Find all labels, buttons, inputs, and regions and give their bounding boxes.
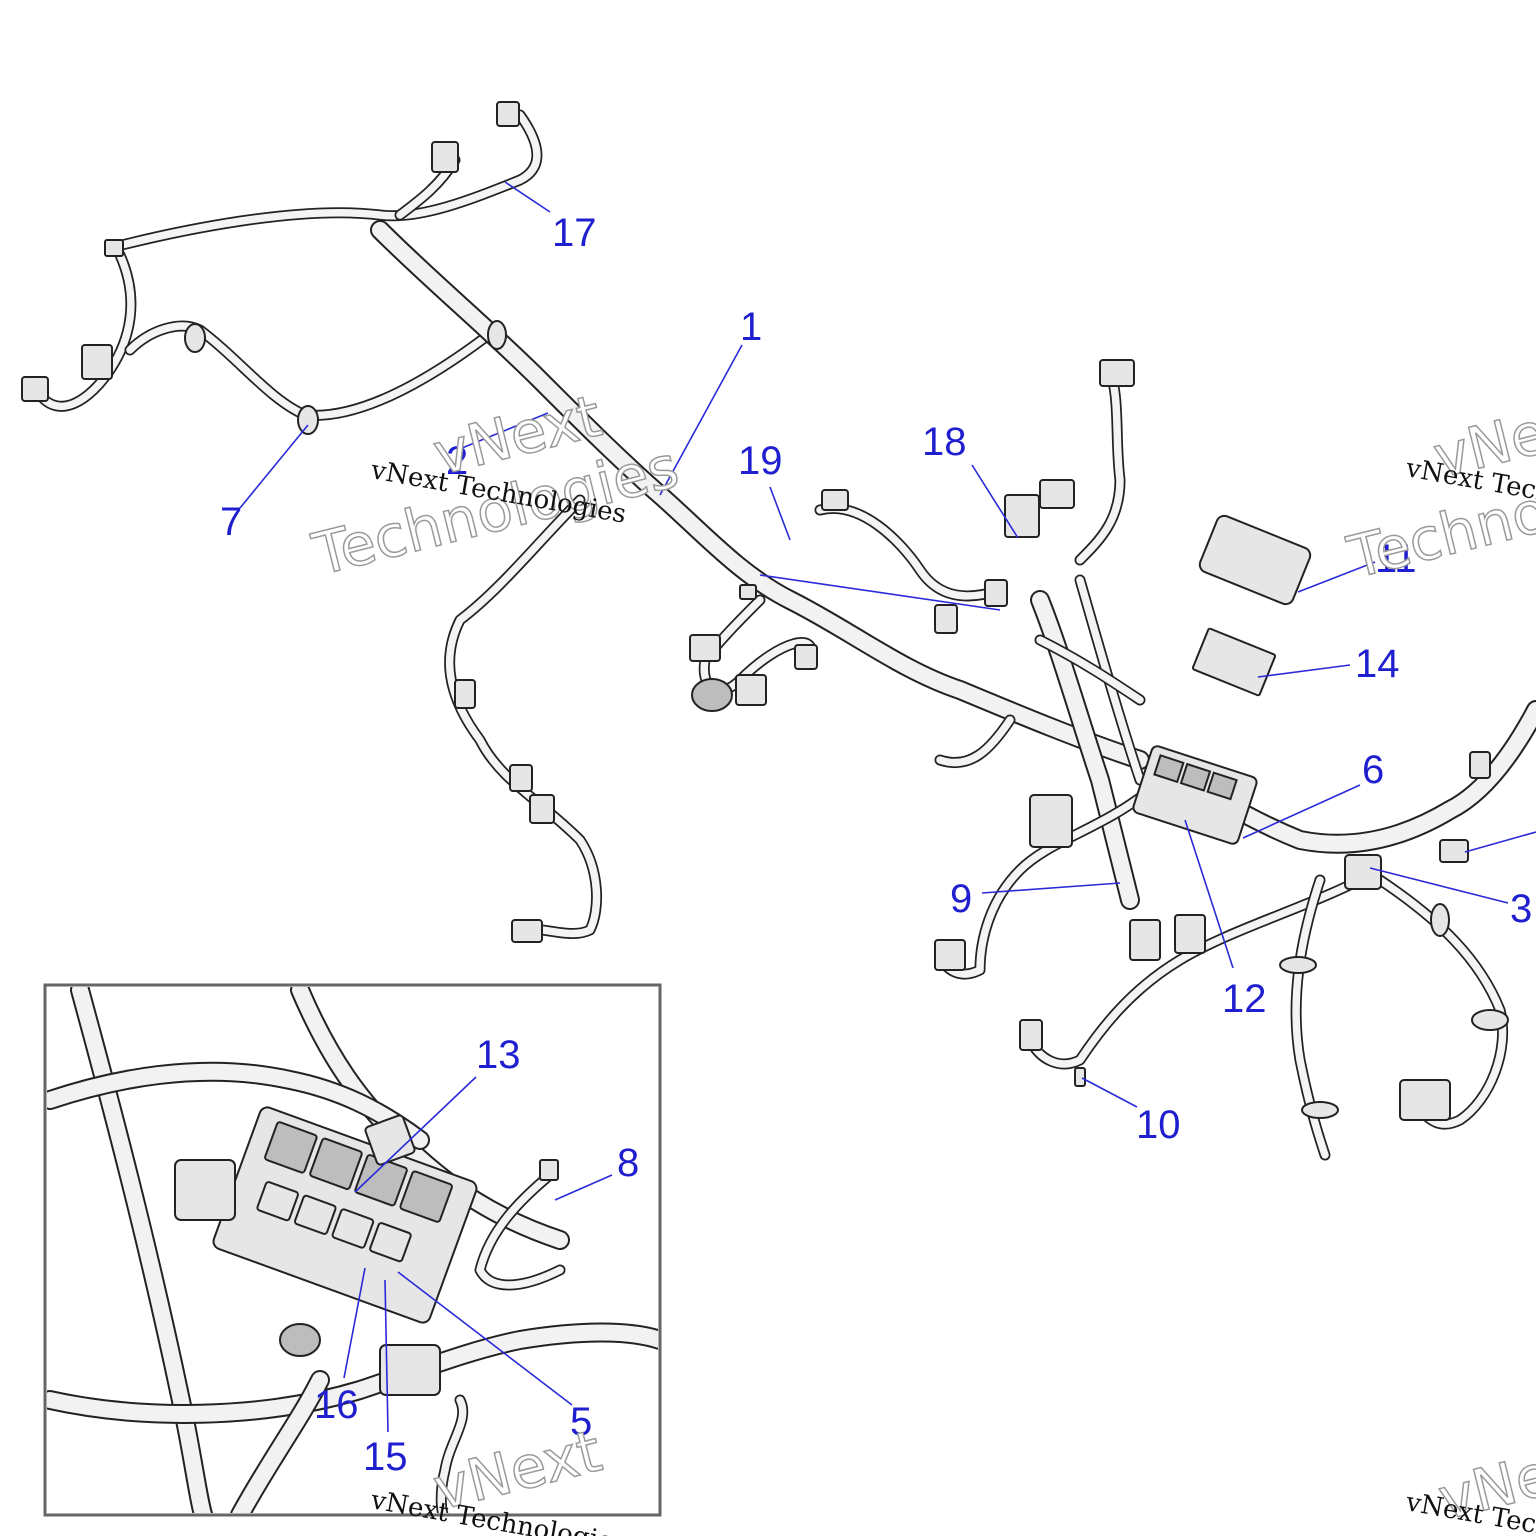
callout-6: 6 (1362, 748, 1384, 792)
callout-3: 3 (1510, 887, 1532, 931)
watermark-top-left: vNext Technologies vNext Technologies (305, 381, 685, 590)
leader-7 (239, 424, 309, 509)
leader-5 (397, 1271, 573, 1406)
callout-19: 19 (738, 439, 783, 483)
leader-17 (504, 181, 551, 213)
callout-2: 2 (446, 439, 468, 483)
callout-1: 1 (740, 305, 762, 349)
leader-19 (769, 486, 791, 541)
callout-7: 7 (220, 500, 242, 544)
callout-8: 8 (617, 1141, 639, 1185)
callout-9: 9 (950, 877, 972, 921)
leader-2 (461, 412, 549, 449)
harness-center-right (934, 359, 1536, 1161)
callout-14: 14 (1355, 642, 1400, 686)
leader-3b (1464, 831, 1536, 853)
callout-11: 11 (1375, 537, 1417, 581)
callout-13: 13 (476, 1033, 521, 1077)
leader-10 (1081, 1077, 1138, 1108)
callout-18: 18 (922, 420, 967, 464)
leader-16 (343, 1267, 366, 1379)
leader-13 (354, 1076, 477, 1193)
callout-labels: 1 2 3 5 6 7 8 9 10 11 12 13 14 15 16 17 … (220, 211, 1532, 1479)
inset-detail-view (43, 983, 662, 1517)
watermark-top-right: vNext Technologies vNext Technologies (1340, 384, 1536, 593)
leader-6 (1242, 784, 1361, 839)
leader-lines (239, 181, 1536, 1433)
leader-1 (659, 344, 743, 496)
leader-18 (971, 464, 1019, 539)
callout-12: 12 (1222, 977, 1267, 1021)
leader-14 (1257, 664, 1351, 678)
leader-8 (554, 1174, 613, 1201)
leader-15 (384, 1279, 389, 1433)
leader-3 (1369, 867, 1509, 904)
leader-12 (1184, 819, 1234, 969)
callout-10: 10 (1136, 1103, 1181, 1147)
leader-9 (981, 882, 1121, 894)
harness-upper-left (21, 101, 1150, 943)
callout-16: 16 (314, 1383, 359, 1427)
leader-11 (1297, 561, 1376, 593)
callout-5: 5 (570, 1400, 592, 1444)
callout-15: 15 (363, 1435, 408, 1479)
callout-17: 17 (552, 211, 597, 255)
watermark-bottom-right: vNext vNext Technologies (1403, 1426, 1536, 1536)
